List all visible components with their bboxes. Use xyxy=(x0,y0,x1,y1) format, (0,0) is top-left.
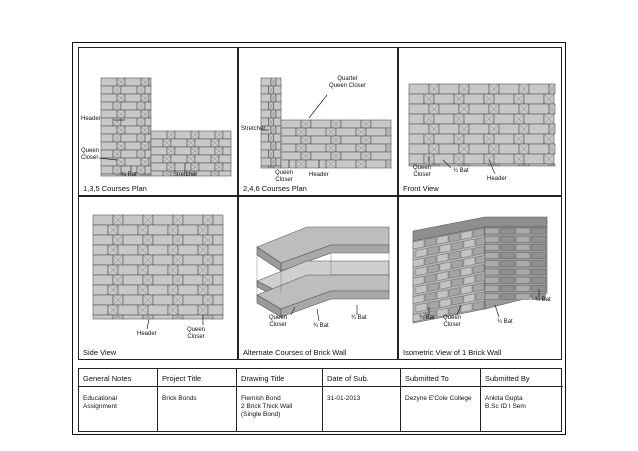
label-header: Header xyxy=(487,176,507,182)
panel-front-view: Queen Closer ¾ Bat Header Front View xyxy=(398,47,562,196)
label-three-quarter-bat-a: ¾ Bat xyxy=(419,315,435,321)
label-queen-closer: Queen Closer xyxy=(413,165,432,178)
plan-135-drawing xyxy=(98,77,232,177)
value-submitted-by: Ankita Gupta B.Sc ID I Sem xyxy=(485,395,526,410)
panel-alternate-courses: Queen Closer ¾ Bat ¾ Bat Alternate Cours… xyxy=(238,196,398,360)
label-three-quarter-bat-c: ¾ Bat xyxy=(535,297,551,303)
header-project-title: Project Title xyxy=(158,369,237,387)
label-three-quarter-bat-b: ¾ Bat xyxy=(497,319,513,325)
panel-side-view: Header Queen Closer Side View xyxy=(78,196,238,360)
caption-isometric-view: Isometric View of 1 Brick Wall xyxy=(403,348,502,357)
label-stretcher: Stretcher xyxy=(173,172,198,178)
header-submitted-by: Submitted By xyxy=(481,369,563,387)
label-queen-closer: Queen Closer xyxy=(443,315,462,328)
panel-isometric-view: ¾ Bat Queen Closer ¾ Bat ¾ Bat Isometric… xyxy=(398,196,562,360)
label-queen-closer: Queen Closer xyxy=(81,148,100,161)
value-project-title: Brick Bonds xyxy=(158,387,237,431)
front-view-drawing xyxy=(408,83,556,175)
label-queen-closer: Queen Closer xyxy=(269,315,288,328)
value-drawing-title: Flemish Bond 2 Brick Thick Wall (Single … xyxy=(237,387,323,431)
title-block: General Notes Project Title Drawing Titl… xyxy=(78,368,563,432)
label-quarter-queen-closer: Quarter Queen Closer xyxy=(329,76,367,89)
label-queen-closer: Queen Closer xyxy=(275,170,294,183)
caption-plan-246: 2,4,6 Courses Plan xyxy=(243,184,307,193)
value-general-notes: Educational Assignment xyxy=(79,387,158,431)
value-date-of-sub: 31-01-2013 xyxy=(323,387,401,431)
label-three-quarter-bat: ¾ Bat xyxy=(453,168,469,174)
value-submitted-to: Dezyne E'Cole College xyxy=(401,387,481,431)
header-date-of-sub: Date of Sub. xyxy=(323,369,401,387)
caption-alternate-courses: Alternate Courses of Brick Wall xyxy=(243,348,347,357)
header-submitted-to: Submitted To xyxy=(401,369,481,387)
label-queen-closer: Queen Closer xyxy=(187,327,206,340)
label-header: Header xyxy=(309,172,329,178)
caption-front-view: Front View xyxy=(403,184,439,193)
caption-plan-135: 1,3,5 Courses Plan xyxy=(83,184,147,193)
side-view-drawing xyxy=(92,214,224,330)
drawing-sheet xyxy=(72,42,566,435)
alternate-courses-drawing xyxy=(256,226,390,322)
label-header: Header xyxy=(137,331,157,337)
label-three-quarter-bat: ¾ Bat xyxy=(121,172,137,178)
header-drawing-title: Drawing Title xyxy=(237,369,323,387)
caption-side-view: Side View xyxy=(83,348,117,357)
isometric-view-drawing xyxy=(412,216,548,324)
label-header: Header xyxy=(81,116,101,122)
header-general-notes: General Notes xyxy=(79,369,158,387)
plan-246-drawing xyxy=(260,77,392,169)
label-three-quarter-bat: ¾ Bat xyxy=(313,323,329,329)
panel-plan-246: Quarter Queen Closer Stretcher Queen Clo… xyxy=(238,47,398,196)
label-bat: ¾ Bat xyxy=(351,315,367,321)
panel-plan-135: Header Queen Closer ¾ Bat Stretcher 1,3,… xyxy=(78,47,238,196)
label-stretcher: Stretcher xyxy=(241,126,266,132)
